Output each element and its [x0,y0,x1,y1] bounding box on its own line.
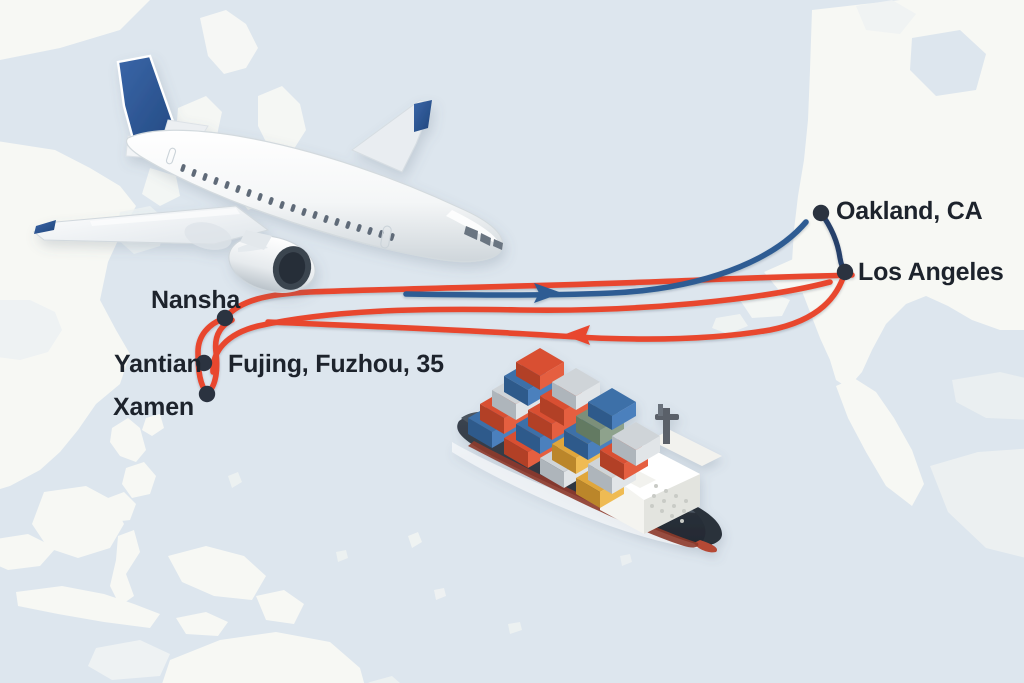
sea-route-outbound [222,272,855,321]
port-node-nanshandot [216,309,234,327]
container-stack [468,348,660,508]
annotation-fujing-fuzhou: Fujing, Fuzhou, 35 [228,350,444,378]
landmass-southeast-asia [0,414,632,683]
sea-route-second-strand [210,279,833,375]
port-label-oakland: Oakland, CA [836,197,983,225]
port-dot-nansha[interactable] [216,309,234,327]
sea-route-arrowhead [563,325,590,345]
sea-route-local-loop [195,315,228,397]
air-route-main [403,219,809,298]
port-dot-xamen[interactable] [198,385,216,403]
air-route-arrowhead [534,283,562,303]
port-dot-oakland[interactable] [812,204,830,222]
port-dot-los-angeles[interactable] [836,263,854,281]
port-label-los-angeles: Los Angeles [858,258,1004,286]
landmass-north-america [712,0,1024,558]
sea-route-inbound [265,269,848,342]
port-label-yantian: Yantian [114,350,202,378]
port-label-xamen: Xamen [113,393,194,421]
port-dot-yantian[interactable] [195,354,213,372]
port-label-nansha: Nansha [151,286,241,314]
